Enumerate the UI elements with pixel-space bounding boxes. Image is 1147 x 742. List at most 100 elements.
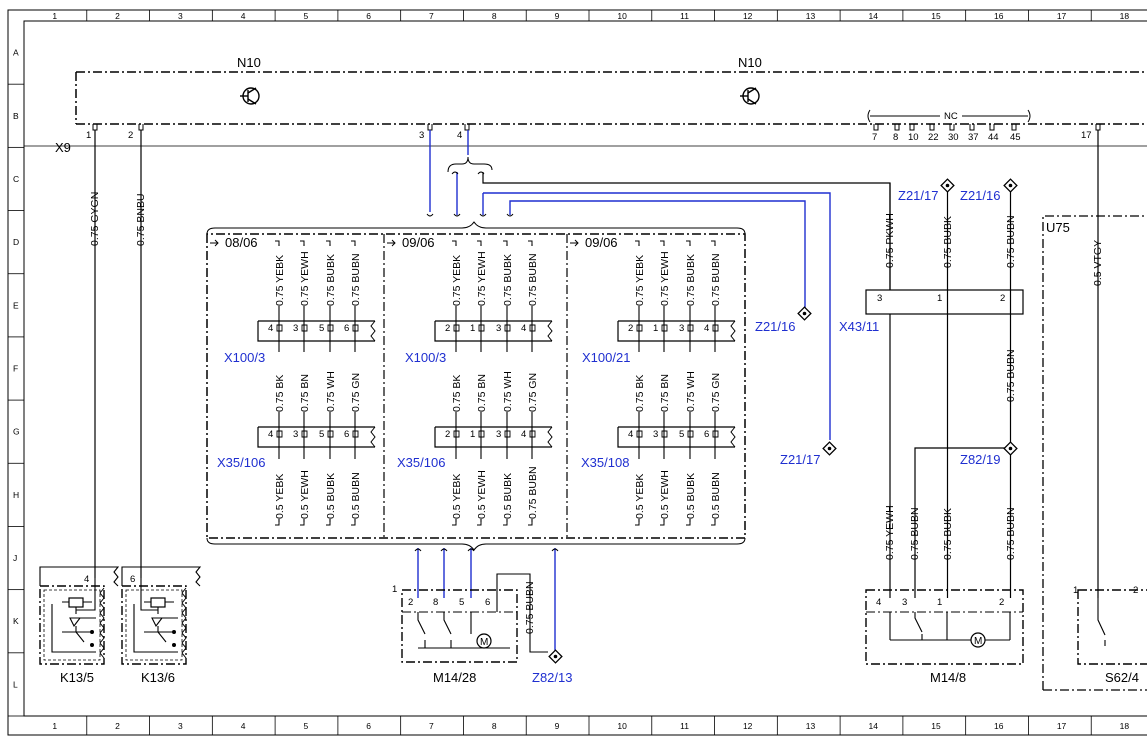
panel-variant-label: 09/06 (402, 235, 435, 250)
grid-row-label: A (13, 48, 19, 58)
nc-pin-label: 30 (948, 132, 959, 143)
wire-end (660, 240, 665, 244)
wire-label: 0.75 GN (710, 373, 722, 412)
relay-contact (90, 630, 94, 634)
label-bg (298, 246, 310, 306)
nc-pin-stub (873, 124, 879, 131)
ref-z21-17-top: Z21/17 (898, 188, 938, 203)
wire-end (660, 522, 665, 526)
label-bg (450, 459, 462, 519)
grid-column-label: 1 (52, 11, 57, 21)
wire-end (635, 522, 640, 526)
connector-ref-label: X35/106 (217, 455, 265, 470)
arrow-icon (570, 239, 579, 247)
relay-zigzag (99, 587, 105, 659)
connector-pin (352, 430, 359, 438)
relay-zigzag (181, 587, 187, 659)
grid-column-label: 6 (366, 11, 371, 21)
connector-pin (301, 324, 308, 332)
wire-label: 0.5 BUBK (325, 473, 337, 519)
panel-variant-label: 08/06 (225, 235, 258, 250)
grid-column-label: 16 (994, 11, 1004, 21)
m14-28-pin: 1 (392, 584, 397, 595)
nc-pin-stub (894, 124, 900, 131)
n10-label-left: N10 (237, 55, 261, 70)
wire-end (477, 240, 482, 244)
s62-pin: 1 (1073, 585, 1078, 596)
grid-column-label: 9 (555, 11, 560, 21)
connector-pin (529, 324, 536, 332)
grid-column-label: 9 (555, 721, 560, 731)
connector-pin-label: 3 (293, 429, 298, 440)
ref-z21-16-mid: Z21/16 (755, 319, 795, 334)
connector-ref-label: X100/3 (224, 350, 265, 365)
label-bg (633, 246, 645, 306)
grid-row-label: C (13, 174, 19, 184)
grid-column-label: 4 (241, 721, 246, 731)
connector-pin (327, 430, 334, 438)
ref-z21-17-mid: Z21/17 (780, 452, 820, 467)
nc-pin-label: 7 (872, 132, 877, 143)
grid-column-label: 18 (1120, 11, 1130, 21)
connector-pin (301, 430, 308, 438)
label-bg (501, 459, 513, 519)
wire-label: 0.5 BUBN (350, 472, 362, 519)
m14-8-pin: 2 (999, 597, 1004, 608)
connector-pin (453, 324, 460, 332)
connector-pin (661, 324, 668, 332)
wire-label: 0.75 YEBK (274, 255, 286, 306)
wire-end (326, 240, 331, 244)
pin-1-label: 1 (86, 130, 91, 141)
connector-pin-label: 5 (319, 323, 324, 334)
label-bg (324, 459, 336, 519)
relay-internal-wiring (51, 578, 96, 653)
pin-17-label: 17 (1081, 130, 1092, 141)
m14-8-label: M14/8 (930, 670, 966, 685)
grid-column-label: 13 (806, 721, 816, 731)
connector-pin (661, 430, 668, 438)
label-bg (298, 459, 310, 519)
grid-column-label: 3 (178, 721, 183, 731)
grid-column-label: 15 (931, 721, 941, 731)
label-bg (658, 352, 670, 412)
relay-inner-frame (125, 589, 183, 661)
grid-row-label: J (13, 553, 17, 563)
connector-pin-label: 5 (319, 429, 324, 440)
m14-28-pin: 2 (408, 597, 413, 608)
wire-end (503, 240, 508, 244)
m14-28-blue-wires (417, 548, 556, 652)
connector-pin-label: 6 (344, 323, 349, 334)
motor-icon: M (970, 632, 986, 648)
pin-3-label: 3 (419, 130, 424, 141)
nc-pin-stub (1011, 124, 1017, 131)
connector-zigzag (370, 426, 376, 448)
wire-end (686, 522, 691, 526)
grid-column-label: 10 (617, 721, 627, 731)
wire-end (275, 522, 280, 526)
connector-pin-label: 2 (445, 323, 450, 334)
wire-label: 0.75 YEBK (634, 255, 646, 306)
ref-z82-19: Z82/19 (960, 452, 1000, 467)
m14-28-internal-wiring (417, 573, 548, 653)
wire-break-marks (426, 171, 514, 217)
connector-pin (478, 430, 485, 438)
connector-pin (478, 324, 485, 332)
wire-label: 0.75 YEWH (476, 251, 488, 306)
connector-ref-label: X35/106 (397, 455, 445, 470)
connector-pin (504, 430, 511, 438)
grid-column-label: 11 (680, 11, 689, 21)
wire-label: 0.75 BN (659, 374, 671, 412)
label-bg (709, 459, 721, 519)
connector-pin (352, 324, 359, 332)
wire-end (477, 522, 482, 526)
grid-column-label: 2 (115, 721, 120, 731)
label-bg (273, 246, 285, 306)
label-bg (298, 352, 310, 412)
relay-bracket (39, 566, 120, 587)
connector-pin (687, 324, 694, 332)
motor-glyph: M (974, 636, 982, 647)
wire-label: 0.75 YEWH (659, 251, 671, 306)
m14-28-pin: 5 (459, 597, 464, 608)
grid-column-label: 2 (115, 11, 120, 21)
relay-internal-wiring (133, 578, 178, 653)
